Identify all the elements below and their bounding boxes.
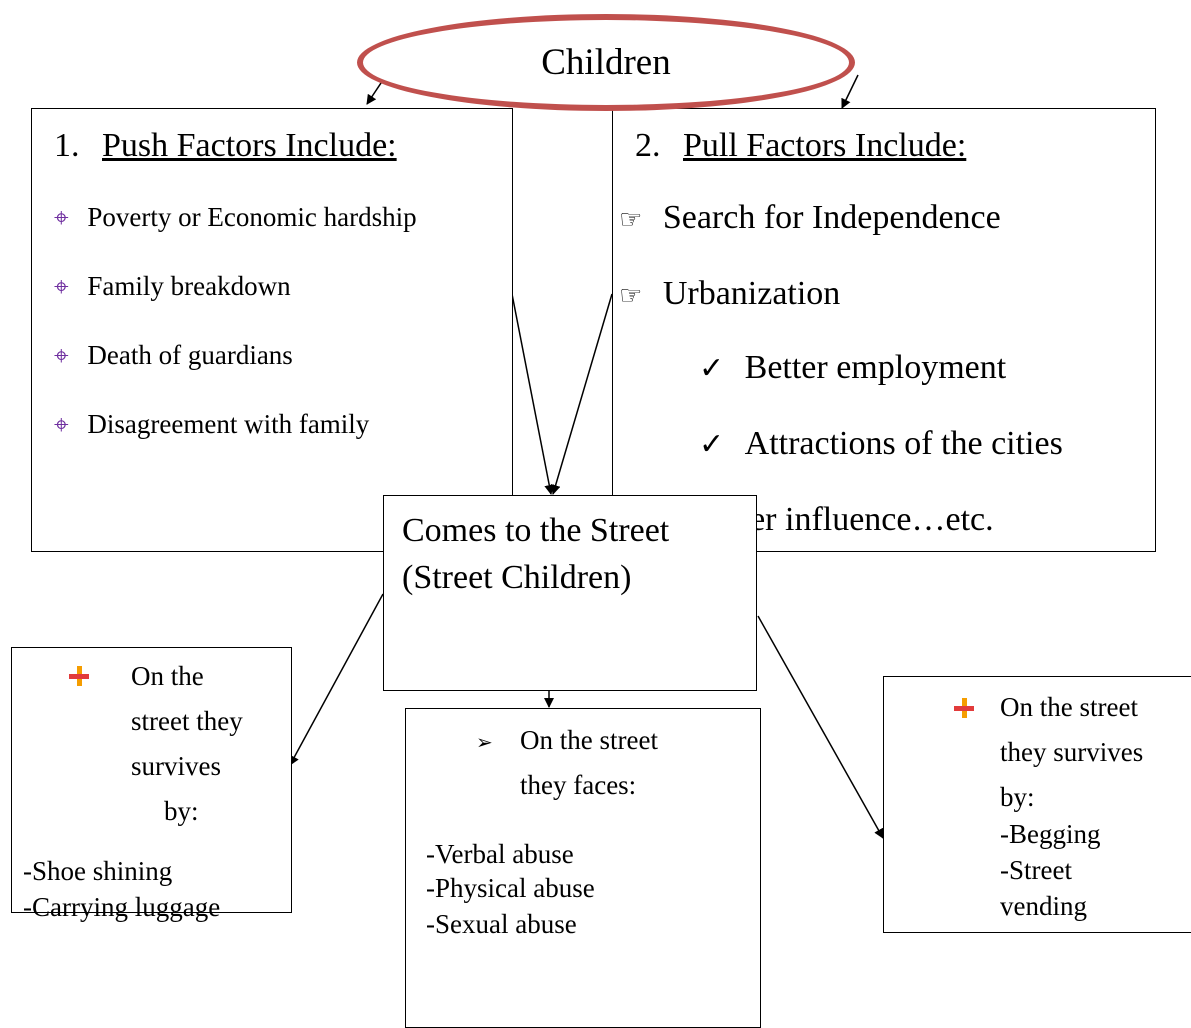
middle-heading-line: On the street (520, 725, 658, 755)
arrow-pull-to-center (550, 293, 613, 495)
list-item: -Street (1000, 855, 1072, 885)
abuse-box-middle: ➢ On the street they faces: -Verbal abus… (405, 708, 761, 1028)
crosshair-icon: ⌖ (54, 410, 69, 440)
pull-heading-text: Pull Factors Include: (683, 127, 967, 164)
push-heading-number: 1. (54, 127, 80, 164)
pointing-hand-icon: ☞ (619, 205, 643, 235)
left-heading-line: survives (131, 751, 221, 781)
survival-box-right: On the street they survives by: -Begging… (883, 676, 1191, 933)
list-item: ☞ Urbanization (619, 275, 841, 312)
list-item: ✓ Better employment (699, 349, 1007, 386)
checkmark-icon: ✓ (699, 351, 725, 386)
list-item: vending (1000, 891, 1087, 921)
crosshair-icon: ⌖ (54, 272, 69, 302)
arrow-center-to-right (757, 615, 884, 839)
list-item: -Begging (1000, 819, 1101, 849)
list-item: -Physical abuse (426, 873, 595, 903)
list-item: ☞ Search for Independence (619, 199, 1001, 236)
list-item: ⌖ Poverty or Economic hardship (54, 202, 417, 233)
pull-factors-box: 2. Pull Factors Include: ☞ Search for In… (612, 108, 1156, 552)
arrow-push-to-center (511, 293, 555, 495)
left-heading-line: by: (164, 796, 199, 826)
street-children-box: Comes to the Street (Street Children) (383, 495, 757, 691)
list-item: -Carrying luggage (23, 892, 221, 922)
root-label: Children (541, 42, 671, 83)
pull-heading: 2. Pull Factors Include: (635, 127, 966, 165)
list-item: -Sexual abuse (426, 909, 577, 939)
push-heading-text: Push Factors Include: (102, 127, 397, 164)
pointing-hand-icon: ☞ (619, 281, 643, 311)
checkmark-icon: ✓ (699, 427, 725, 462)
list-item: -Verbal abuse (426, 839, 574, 869)
list-item: ⌖ Disagreement with family (54, 409, 370, 440)
middle-heading-line: they faces: (520, 770, 637, 800)
crosshair-icon: ⌖ (54, 203, 69, 233)
crosshair-icon: ⌖ (54, 341, 69, 371)
arrow-root-to-pull (841, 74, 859, 109)
left-heading-line: On the (131, 661, 204, 691)
root-ellipse: Children (357, 14, 855, 111)
arrow-center-to-left (289, 593, 384, 766)
list-item: ⌖ Family breakdown (54, 271, 291, 302)
right-heading-line: by: (1000, 782, 1035, 812)
push-factors-box: 1. Push Factors Include: ⌖ Poverty or Ec… (31, 108, 513, 552)
push-heading: 1. Push Factors Include: (54, 127, 397, 165)
list-item: ✓ Attractions of the cities (699, 425, 1063, 462)
right-heading-line: On the street (1000, 692, 1138, 722)
center-line-2: (Street Children) (402, 559, 632, 596)
pull-heading-number: 2. (635, 127, 661, 164)
plus-icon (69, 666, 89, 692)
left-heading-line: street they (131, 706, 243, 736)
center-line-1: Comes to the Street (402, 512, 670, 549)
right-heading-line: they survives (1000, 737, 1144, 767)
list-item: ⌖ Death of guardians (54, 340, 293, 371)
plus-icon (954, 698, 974, 723)
arrow-bullet-icon: ➢ (476, 730, 493, 754)
list-item: -Shoe shining (23, 856, 173, 886)
survival-box-left: On the street they survives by: -Shoe sh… (11, 647, 292, 922)
pull-tail-text: eer influence…etc. (735, 501, 994, 538)
